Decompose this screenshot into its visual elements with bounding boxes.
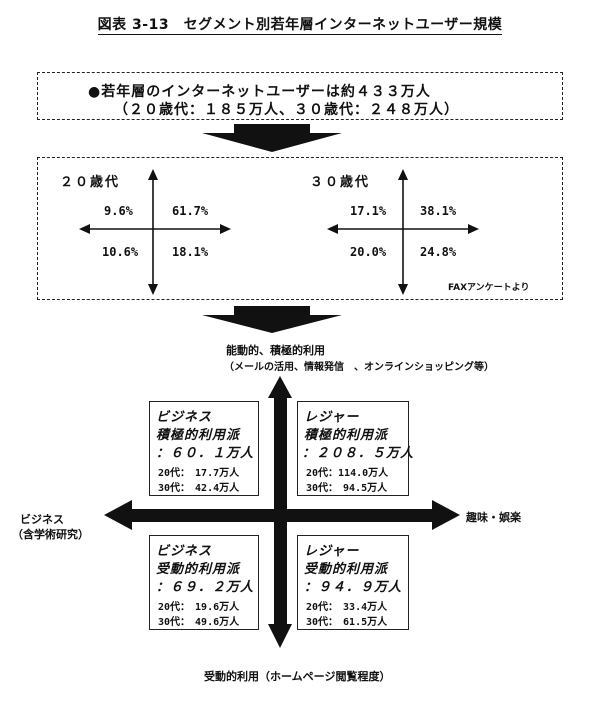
source-note: FAXアンケートより: [448, 283, 530, 293]
axis-bottom-label: 受動的利用（ホームページ閲覧程度）: [204, 670, 391, 683]
quadrant-line-1: レジャー: [304, 410, 360, 425]
quadrant-total: ：６９．２万人: [156, 580, 255, 595]
age-30-bottom-left: 20.0%: [350, 245, 387, 259]
quadrant-row-20s: 20代：114.0万人: [306, 468, 389, 479]
main-axes: [104, 376, 460, 648]
quadrant-total: ：９４．９万人: [304, 580, 403, 595]
arrow-up-head: [268, 376, 292, 398]
quadrant-line-2: 受動的利用派: [304, 562, 389, 577]
age-30-bottom-right: 24.8%: [420, 245, 457, 259]
age-20-top-right: 61.7%: [172, 204, 209, 218]
age-20-label: ２０歳代: [60, 175, 121, 190]
age-30-top-left: 17.1%: [350, 204, 387, 218]
quadrant-business-passive: ビジネス 受動的利用派 ：６９．２万人 20代： 19.6万人 30代： 49.…: [149, 535, 259, 630]
quadrant-row-30s: 30代： 42.4万人: [158, 483, 240, 494]
quadrant-line-2: 受動的利用派: [156, 562, 241, 577]
summary-line-1: ●若年層のインターネットユーザーは約４３３万人: [88, 84, 431, 100]
quadrant-row-30s: 30代： 61.5万人: [306, 617, 388, 628]
age-comparison-box: [37, 157, 563, 300]
figure-title: 図表 3-13 セグメント別若年層インターネットユーザー規模: [97, 17, 503, 35]
quadrant-total: ：２０８．５万人: [302, 446, 415, 461]
quadrant-leisure-active: レジャー 積極的利用派 ：２０８．５万人 20代：114.0万人 30代： 94…: [297, 401, 413, 496]
quadrant-business-active: ビジネス 積極的利用派 ：６０．１万人 20代： 17.7万人 30代： 42.…: [149, 401, 259, 496]
quadrant-line-1: レジャー: [304, 544, 360, 559]
down-arrow-2: [202, 306, 342, 333]
quadrant-line-2: 積極的利用派: [304, 428, 389, 443]
age-20-axes: [79, 169, 231, 295]
axis-top-label-2: （メールの活用、情報発信 、オンラインショッピング等）: [224, 362, 494, 373]
age-30-axes: [327, 169, 479, 295]
quadrant-total: ：６０．１万人: [156, 446, 255, 461]
down-arrow-1: [202, 124, 342, 152]
summary-line-2: （２０歳代：１８５万人、３０歳代：２４８万人）: [114, 102, 459, 118]
age-20-bottom-left: 10.6%: [102, 245, 139, 259]
age-20-bottom-right: 18.1%: [172, 245, 209, 259]
quadrant-leisure-passive: レジャー 受動的利用派 ：９４．９万人 20代： 33.4万人 30代： 61.…: [297, 535, 409, 630]
quadrant-row-30s: 30代： 94.5万人: [306, 483, 388, 494]
age-20-top-left: 9.6%: [104, 204, 133, 218]
quadrant-line-2: 積極的利用派: [156, 428, 241, 443]
quadrant-row-20s: 20代： 17.7万人: [158, 468, 240, 479]
axis-top-label-1: 能動的、積極的利用: [226, 344, 325, 357]
axis-left-label-1: ビジネス: [20, 513, 64, 526]
quadrant-line-1: ビジネス: [156, 544, 213, 559]
quadrant-line-1: ビジネス: [156, 410, 213, 425]
age-30-label: ３０歳代: [310, 175, 371, 190]
quadrant-row-20s: 20代： 19.6万人: [158, 602, 240, 613]
arrow-down-head: [268, 624, 292, 648]
quadrant-row-30s: 30代： 49.6万人: [158, 617, 240, 628]
age-30-top-right: 38.1%: [420, 204, 457, 218]
arrow-right-head: [432, 500, 460, 530]
summary-box: ●若年層のインターネットユーザーは約４３３万人 （２０歳代：１８５万人、３０歳代…: [37, 72, 563, 120]
quadrant-row-20s: 20代： 33.4万人: [306, 602, 388, 613]
arrow-left-head: [104, 500, 132, 530]
axis-left-label-2: （含学術研究）: [12, 528, 89, 541]
axis-right-label: 趣味・娯楽: [466, 511, 521, 524]
